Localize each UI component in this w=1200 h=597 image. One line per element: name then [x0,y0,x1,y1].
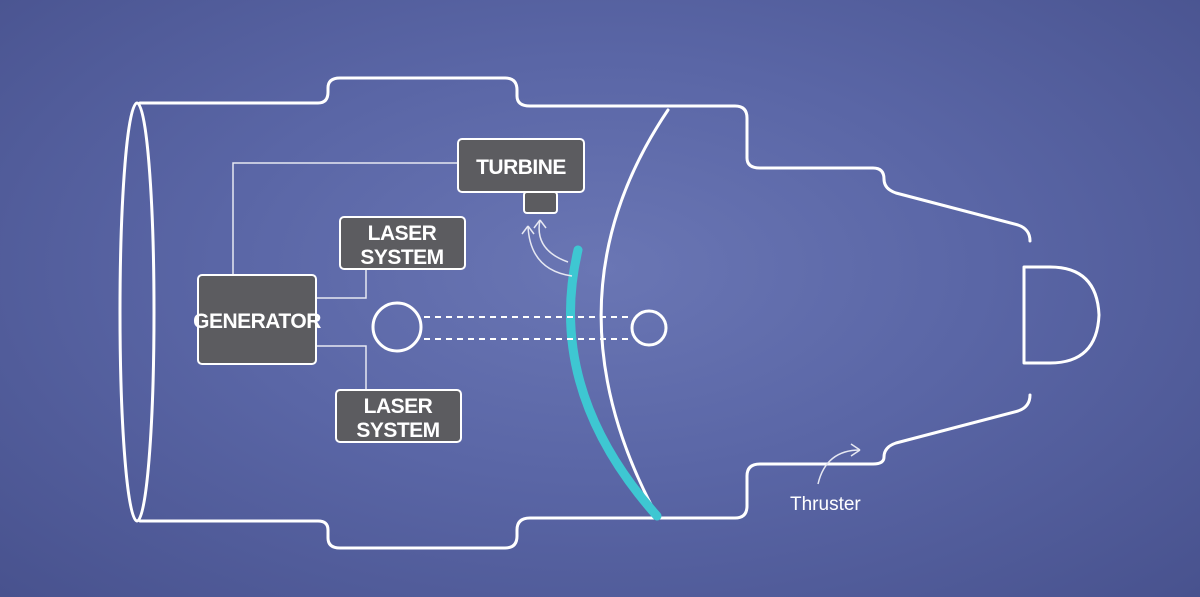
thruster-arrow [817,443,861,485]
laser-top-label-line2: SYSTEM [360,246,443,269]
generator-label: GENERATOR [193,310,321,333]
fuel-pellet-large [371,301,423,353]
laser-system-bottom-box: LASER SYSTEM [335,389,462,443]
laser-bottom-label-line2: SYSTEM [356,419,439,442]
engine-body-outline [138,76,1032,550]
thruster-label: Thruster [790,494,861,515]
exhaust-nozzle [1022,265,1101,365]
wire-generator-laser-top [316,268,367,299]
reflector-mirror [565,245,662,521]
wire-generator-turbine [232,162,458,275]
fuel-pellet-small [630,309,668,347]
intake-ring [118,101,156,523]
laser-top-label-line1: LASER [368,222,437,245]
turbine-label: TURBINE [476,156,566,179]
chamber-divider [599,108,670,518]
heat-flow-arrows [521,219,573,277]
laser-system-top-box: LASER SYSTEM [339,216,466,270]
generator-box: GENERATOR [193,274,322,365]
laser-bottom-label-line1: LASER [364,395,433,418]
turbine-box: TURBINE [457,138,585,214]
wire-generator-laser-bottom [316,345,367,390]
